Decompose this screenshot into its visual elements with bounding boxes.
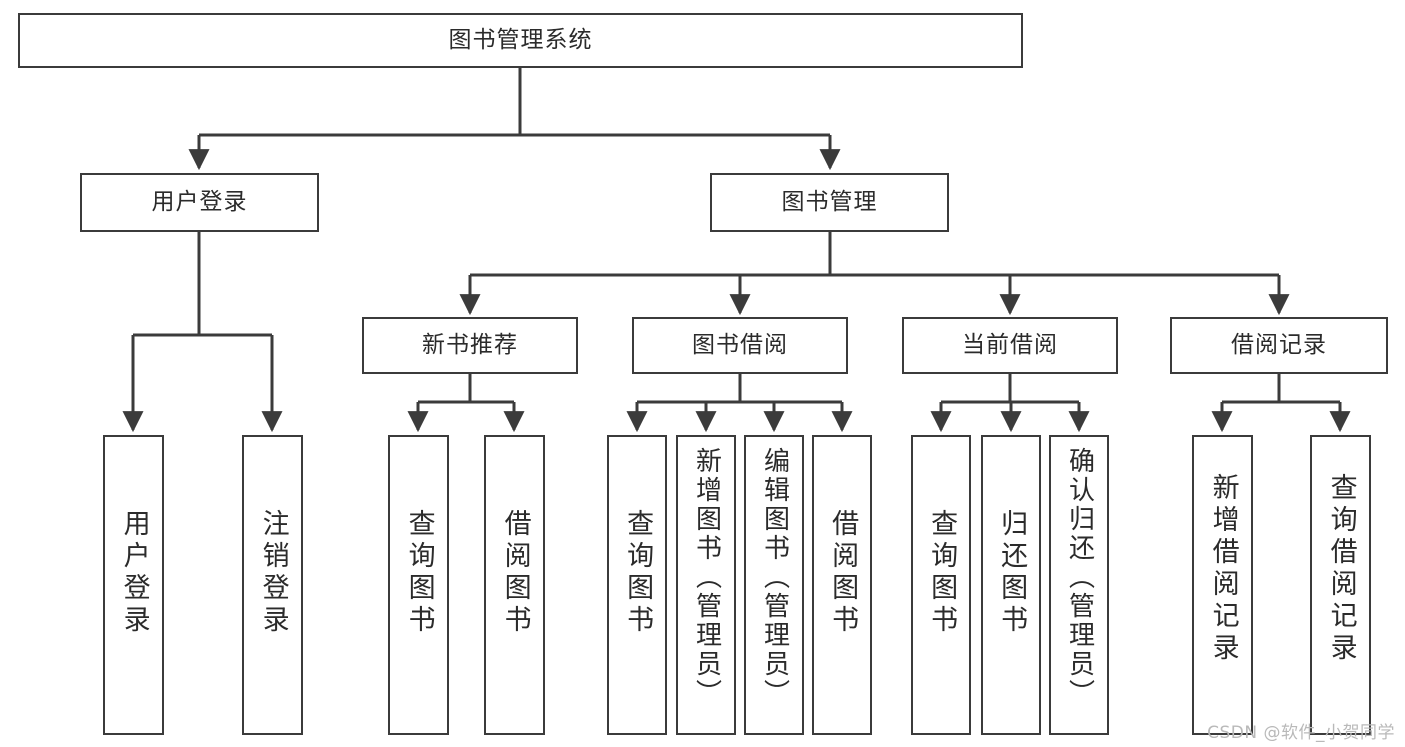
node-book-manage[interactable]: 图书管理 — [710, 173, 949, 232]
leaf-user-login-label: 用户登录 — [118, 509, 150, 637]
node-root-label: 图书管理系统 — [448, 27, 593, 54]
leaf-edit-book-label: 编辑图书（管理员） — [759, 447, 790, 708]
leaf-borrow-book-1[interactable]: 借阅图书 — [484, 435, 545, 735]
leaf-edit-book[interactable]: 编辑图书（管理员） — [744, 435, 804, 735]
leaf-borrow-book-2-label: 借阅图书 — [827, 509, 859, 637]
node-current-borrow-label: 当前借阅 — [962, 332, 1058, 359]
node-root[interactable]: 图书管理系统 — [18, 13, 1023, 68]
node-new-book-rec-label: 新书推荐 — [422, 332, 518, 359]
leaf-query-book-2-label: 查询图书 — [622, 509, 654, 637]
leaf-query-book-3[interactable]: 查询图书 — [911, 435, 971, 735]
leaf-query-book-1-label: 查询图书 — [403, 509, 435, 637]
leaf-borrow-book-1-label: 借阅图书 — [499, 509, 531, 637]
node-current-borrow[interactable]: 当前借阅 — [902, 317, 1118, 374]
leaf-user-login[interactable]: 用户登录 — [103, 435, 164, 735]
leaf-user-logout[interactable]: 注销登录 — [242, 435, 303, 735]
watermark: CSDN @软件_小贺同学 — [1207, 723, 1395, 743]
leaf-borrow-book-2[interactable]: 借阅图书 — [812, 435, 872, 735]
leaf-confirm-return[interactable]: 确认归还（管理员） — [1049, 435, 1109, 735]
leaf-query-record-label: 查询借阅记录 — [1325, 473, 1357, 665]
leaf-add-record-label: 新增借阅记录 — [1207, 473, 1239, 665]
leaf-return-book[interactable]: 归还图书 — [981, 435, 1041, 735]
leaf-query-book-1[interactable]: 查询图书 — [388, 435, 449, 735]
node-new-book-rec[interactable]: 新书推荐 — [362, 317, 578, 374]
node-user-login[interactable]: 用户登录 — [80, 173, 319, 232]
leaf-query-book-2[interactable]: 查询图书 — [607, 435, 667, 735]
leaf-query-book-3-label: 查询图书 — [926, 509, 958, 637]
leaf-add-book[interactable]: 新增图书（管理员） — [676, 435, 736, 735]
leaf-return-book-label: 归还图书 — [996, 509, 1028, 637]
node-borrow-record-label: 借阅记录 — [1231, 332, 1327, 359]
node-borrow-record[interactable]: 借阅记录 — [1170, 317, 1388, 374]
leaf-add-record[interactable]: 新增借阅记录 — [1192, 435, 1253, 735]
leaf-confirm-return-label: 确认归还（管理员） — [1064, 447, 1095, 708]
node-book-borrow-label: 图书借阅 — [692, 332, 788, 359]
leaf-query-record[interactable]: 查询借阅记录 — [1310, 435, 1371, 735]
node-user-login-label: 用户登录 — [151, 189, 248, 216]
node-book-borrow[interactable]: 图书借阅 — [632, 317, 848, 374]
node-book-manage-label: 图书管理 — [781, 189, 878, 216]
leaf-add-book-label: 新增图书（管理员） — [691, 447, 722, 708]
leaf-user-logout-label: 注销登录 — [257, 509, 289, 637]
